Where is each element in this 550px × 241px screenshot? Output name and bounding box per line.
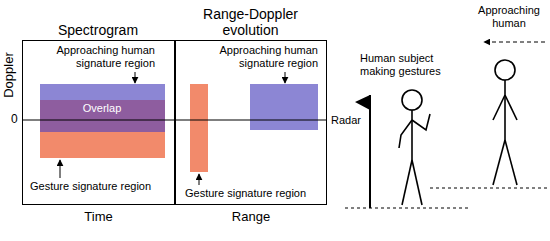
radar-label: Radar [331,114,361,127]
leader-arrow [199,174,200,185]
ground-line [430,188,548,189]
gesture-region [40,132,165,158]
overlap-band: Overlap [40,100,165,132]
region-callout: Gesture signature region [30,180,170,193]
ground-line [345,208,470,209]
radar-pole [369,95,371,208]
gesturing-human [399,90,430,205]
panel-title: Range-Doppler evolution [195,6,307,41]
axis-title: Time [22,209,175,225]
axis-title: Range [175,209,327,225]
region-callout: Gesture signature region [185,187,325,200]
figure-label: Human subject making gestures [360,52,454,78]
axis-title: Doppler [1,52,17,98]
region-callout: Approaching human signature region [188,44,318,70]
gesture-region [190,84,208,172]
leader-arrow [135,72,136,83]
overlap-region [40,100,165,132]
panel-title: Spectrogram [22,22,175,41]
figure-label: Approaching human [470,4,548,30]
leader-arrow [285,72,286,83]
approaching-human [493,60,517,185]
leader-arrow [60,160,61,178]
region-callout: Approaching human signature region [30,44,155,70]
human-region [40,84,165,100]
motion-arrow [484,42,545,43]
region-label: Overlap [43,102,162,115]
human-region [250,84,318,130]
radar-flag [355,95,370,110]
axis-tick: 0 [11,112,18,126]
